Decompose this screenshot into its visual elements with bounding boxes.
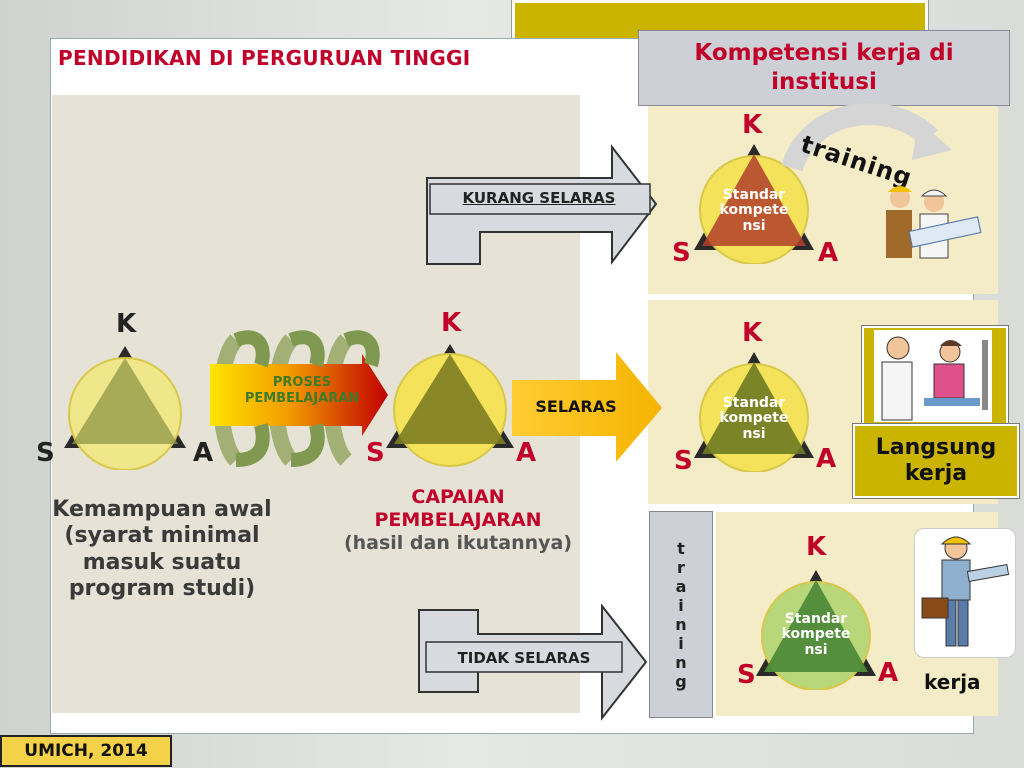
outcome-s-label: S xyxy=(366,438,385,468)
competency-top-diagram xyxy=(694,144,814,264)
top-standard-label: Standar kompete nsi xyxy=(719,187,789,234)
doctor-patient-icon xyxy=(874,330,992,422)
loop-front-3 xyxy=(343,330,380,368)
outcome-caption-sub: (hasil dan ikutannya) xyxy=(343,531,573,554)
training-letter: r xyxy=(677,557,685,577)
competency-bottom-diagram xyxy=(756,570,876,690)
kurang-label-box xyxy=(429,183,651,215)
page-title: PENDIDIKAN DI PERGURUAN TINGGI xyxy=(58,46,471,70)
initial-triangle xyxy=(72,358,178,444)
outcome-caption-main: CAPAIAN PEMBELAJARAN xyxy=(374,486,542,531)
bottom-s-label: S xyxy=(737,660,756,690)
process-label-line1: PROSES xyxy=(272,375,332,390)
middle-a-label: A xyxy=(816,444,837,474)
loop-front-4 xyxy=(235,423,270,467)
training-letter: n xyxy=(675,614,687,634)
training-letter: t xyxy=(677,538,685,558)
initial-caption-line1: Kemampuan awal xyxy=(52,497,272,522)
selaras-label: SELARAS xyxy=(535,397,617,416)
competency-middle-diagram xyxy=(694,352,814,472)
outcome-k-label: K xyxy=(441,308,462,338)
process-label-line2: PEMBELAJARAN xyxy=(244,391,360,407)
training-letter: g xyxy=(675,671,687,691)
initial-s-label: S xyxy=(36,438,55,468)
outcome-triangle xyxy=(394,354,506,444)
training-vertical-box: t r a i n i n g xyxy=(649,511,713,718)
loop-front-5 xyxy=(290,423,325,467)
middle-standard-label: Standar kompete nsi xyxy=(719,395,789,442)
bottom-triangle xyxy=(764,580,868,672)
top-triangle xyxy=(702,154,806,246)
process-arrow-body xyxy=(210,354,388,436)
loop-front-2 xyxy=(288,330,325,368)
training-curved-arrow xyxy=(781,103,952,172)
tidak-selaras-label: TIDAK SELARAS xyxy=(457,649,591,667)
outcome-ksa-diagram xyxy=(386,344,514,467)
loop-front-1 xyxy=(233,330,270,368)
middle-k-label: K xyxy=(742,318,763,348)
kurang-selaras-label: KURANG SELARAS xyxy=(462,189,616,207)
langsung-kerja-box: Langsung kerja xyxy=(852,423,1020,499)
outcome-a-label: A xyxy=(516,438,537,468)
kurang-selaras-arrow xyxy=(426,144,658,265)
kompetensi-header: Kompetensi kerja di institusi xyxy=(638,30,1010,106)
bottom-k-label: K xyxy=(806,532,827,562)
initial-caption: Kemampuan awal (syarat minimal masuk sua… xyxy=(28,497,296,603)
middle-triangle xyxy=(702,362,806,454)
bottom-standard-label: Standar kompete nsi xyxy=(781,611,851,658)
top-k-label: K xyxy=(742,110,763,140)
selaras-arrow xyxy=(512,352,662,462)
selaras-arrow-shape xyxy=(512,352,662,462)
training-letter: a xyxy=(675,576,687,596)
top-a-label: A xyxy=(818,238,839,268)
training-arrow-head xyxy=(912,120,952,160)
training-letter: i xyxy=(678,633,684,653)
initial-ksa-diagram xyxy=(64,346,186,470)
process-label: PROSES PEMBELAJARAN xyxy=(232,375,372,408)
outcome-caption: CAPAIAN PEMBELAJARAN (hasil dan ikutanny… xyxy=(340,486,576,554)
workers-blueprint-icon xyxy=(886,186,982,259)
tidak-selaras-arrow xyxy=(418,604,648,721)
footer-credit: UMICH, 2014 xyxy=(0,735,172,767)
tidak-label-box xyxy=(425,641,623,673)
training-letter: n xyxy=(675,652,687,672)
initial-a-label: A xyxy=(193,438,214,468)
initial-caption-line2: (syarat minimal masuk suatu program stud… xyxy=(64,523,260,602)
middle-s-label: S xyxy=(674,446,693,476)
initial-k-label: K xyxy=(116,309,137,339)
top-s-label: S xyxy=(672,238,691,268)
training-letter: i xyxy=(678,595,684,615)
bottom-a-label: A xyxy=(878,658,899,688)
training-arrow-body xyxy=(781,103,938,172)
kerja-label: kerja xyxy=(924,670,981,694)
process-arrow-graphic xyxy=(210,330,388,467)
worker-briefcase-icon xyxy=(921,536,1010,647)
